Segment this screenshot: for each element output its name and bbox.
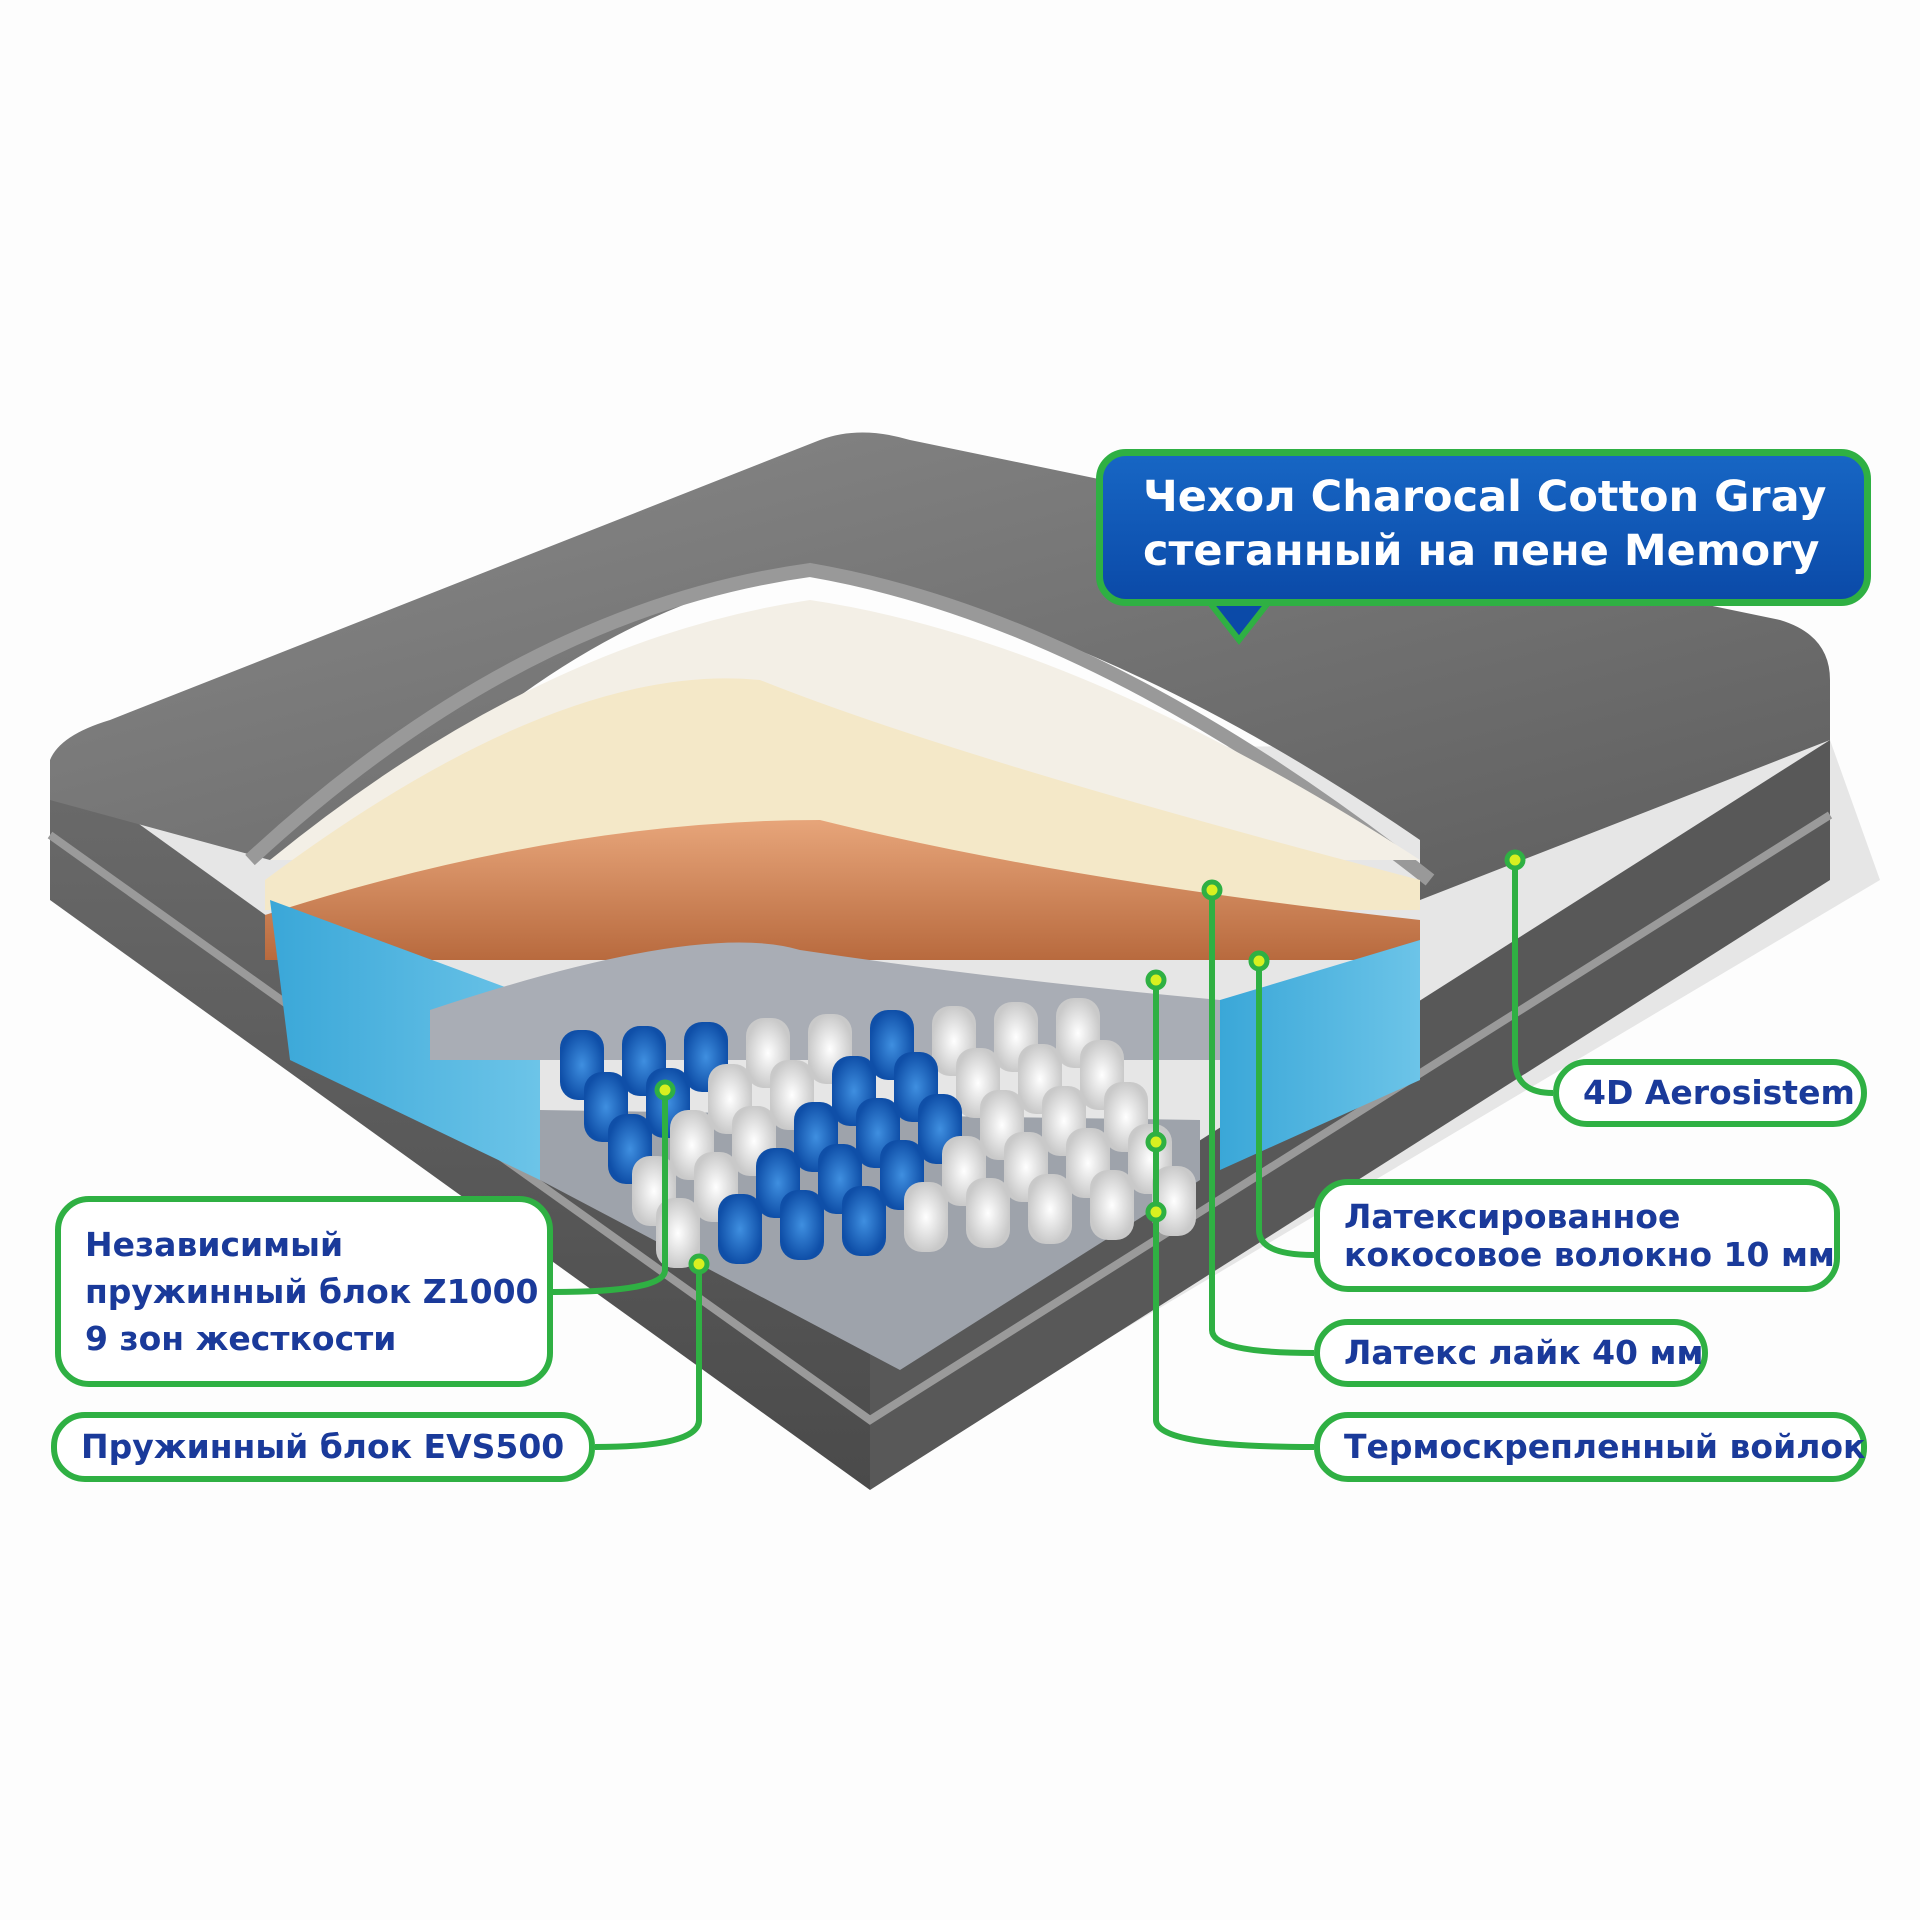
label-text: пружинный блок Z1000 [85,1272,539,1311]
callout-dot [1504,849,1526,871]
label-evs-spring-block: Пружинный блок EVS500 [51,1412,595,1482]
label-latex: Латекс лайк 40 мм [1314,1319,1708,1387]
callout-dot [1145,1201,1167,1223]
cover-title-bubble: Чехол Charocal Cotton Gray стеганный на … [1096,449,1871,606]
cover-lip [245,562,1435,886]
label-4d-aerosistem: 4D Aerosistem [1553,1059,1867,1127]
callout-dot [1248,950,1270,972]
callout-dot [688,1253,710,1275]
callout-dot [1145,969,1167,991]
label-text: Пружинный блок EVS500 [81,1427,565,1466]
label-text: кокосовое волокно 10 мм [1344,1234,1835,1274]
spring-coil [1090,1170,1134,1240]
label-text: Независимый [85,1225,344,1264]
callout-dot [1201,879,1223,901]
callout-dot [1145,1131,1167,1153]
bubble-pointer [1203,600,1275,645]
callout-dot [654,1079,676,1101]
label-text: Латексированное [1344,1196,1681,1236]
spring-coil [780,1190,824,1260]
spring-coil [904,1182,948,1252]
title-line-2: стеганный на пене Memory [1143,526,1820,576]
label-text: 4D Aerosistem [1583,1073,1855,1112]
spring-coil [1028,1174,1072,1244]
title-line-1: Чехол Charocal Cotton Gray [1143,472,1827,522]
spring-coil [718,1194,762,1264]
label-text: 9 зон жесткости [85,1319,397,1358]
label-felt: Термоскрепленный войлок [1314,1412,1867,1482]
label-independent-spring-block: Независимый пружинный блок Z1000 9 зон ж… [55,1196,553,1387]
spring-coil [842,1186,886,1256]
spring-coil [966,1178,1010,1248]
label-text: Латекс лайк 40 мм [1344,1333,1704,1372]
label-coconut-fiber: Латексированное кокосовое волокно 10 мм [1314,1179,1840,1292]
label-text: Термоскрепленный войлок [1344,1427,1866,1466]
